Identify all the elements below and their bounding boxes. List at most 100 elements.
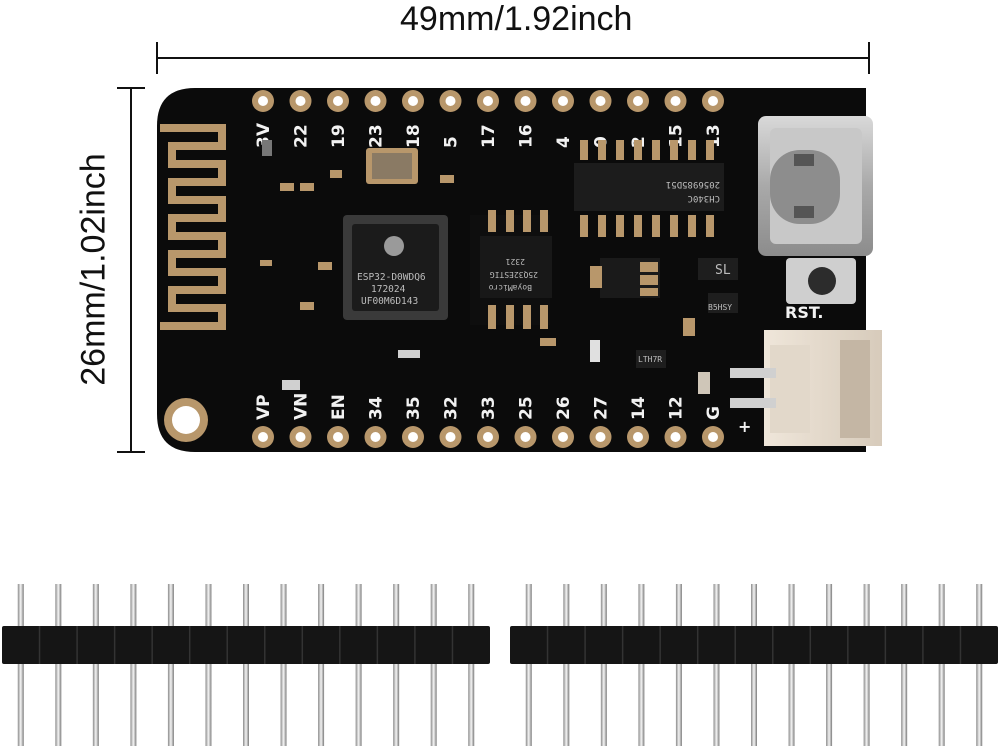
flash-chip: BoyaMicro 25Q32ESTIG 2321: [470, 210, 552, 329]
bottom-pin-label: 27: [592, 396, 612, 420]
bottom-pin-label: EN: [329, 394, 349, 420]
bottom-pin-hole: [258, 432, 268, 442]
header-pin: [355, 584, 362, 746]
header-pin: [17, 584, 24, 746]
header-pin: [468, 584, 475, 746]
esp32-line-2: 172024: [371, 284, 406, 295]
bottom-pin-hole: [483, 432, 493, 442]
bottom-pin-hole: [520, 432, 531, 442]
esp32-line-3: UF00M6D143: [361, 296, 418, 307]
reset-label: RST.: [785, 303, 823, 322]
crystal-oscillator: [366, 148, 418, 184]
header-pin: [600, 584, 607, 746]
regulator-marking: SL: [715, 263, 731, 278]
right-pin-header: [510, 584, 998, 746]
top-pin-hole: [445, 96, 456, 106]
bottom-pin-hole: [558, 432, 568, 442]
top-pin-hole: [595, 96, 606, 106]
top-pin-hole: [408, 96, 418, 106]
flash-line-3: 2321: [506, 257, 525, 266]
top-pin-label: 17: [479, 124, 499, 148]
voltage-regulator: [590, 258, 660, 298]
header-pin: [563, 584, 570, 746]
header-pin: [430, 584, 437, 746]
header-pin: [638, 584, 645, 746]
top-pin-hole: [370, 96, 381, 106]
esp32-chip: ESP32-D0WDQ6 172024 UF00M6D143: [343, 215, 448, 320]
flash-line-1: BoyaMicro: [488, 283, 532, 292]
top-pin-label: 19: [329, 124, 349, 148]
bottom-pin-label: 34: [367, 396, 387, 420]
top-pin-hole: [633, 96, 643, 106]
header-pin: [675, 584, 682, 746]
height-dimension-line: [117, 87, 145, 453]
usb-c-port: [758, 116, 873, 256]
bottom-pin-hole: [445, 432, 456, 442]
bottom-pin-label: 26: [554, 396, 574, 420]
bottom-pin-label: 14: [629, 396, 649, 420]
top-pin-label: 4: [554, 136, 574, 148]
esp32-line-1: ESP32-D0WDQ6: [357, 272, 426, 283]
top-pin-hole: [258, 96, 268, 106]
header-pin: [901, 584, 908, 746]
usb-serial-chip: CH340C 2056985D51: [574, 140, 724, 237]
flash-line-2: 25Q32ESTIG: [490, 270, 538, 279]
bottom-pin-label: G: [704, 406, 724, 420]
header-pin: [713, 584, 720, 746]
header-pin: [788, 584, 795, 746]
top-pin-hole: [483, 96, 493, 106]
bottom-pin-hole: [408, 432, 418, 442]
top-pin-hole: [295, 96, 306, 106]
top-pin-hole: [333, 96, 343, 106]
top-pin-label: 16: [517, 124, 537, 148]
header-pin: [55, 584, 62, 746]
left-pin-header: [2, 584, 490, 746]
battery-plus-label: +: [738, 417, 751, 436]
bottom-pin-pads: [252, 426, 724, 448]
bottom-pin-hole: [370, 432, 381, 442]
header-pin: [130, 584, 137, 746]
bottom-pin-label: VP: [254, 394, 274, 420]
bottom-pin-label: VN: [292, 393, 312, 420]
usb-chip-line-1: CH340C: [687, 193, 720, 203]
header-pin: [938, 584, 945, 746]
bottom-pin-hole: [633, 432, 643, 442]
header-pin: [525, 584, 532, 746]
header-pin: [863, 584, 870, 746]
bottom-pin-label: 32: [442, 396, 462, 420]
width-dimension-line: [156, 42, 870, 74]
header-body: [2, 626, 490, 664]
top-pin-hole: [708, 96, 718, 106]
header-pin: [92, 584, 99, 746]
bottom-pin-hole: [333, 432, 343, 442]
diode-marking: B5HSY: [708, 303, 732, 312]
bottom-pin-hole: [595, 432, 606, 442]
bottom-pin-hole: [295, 432, 306, 442]
wifi-antenna: [160, 124, 226, 330]
bottom-pin-hole: [708, 432, 718, 442]
header-pin: [826, 584, 833, 746]
bottom-pin-hole: [670, 432, 681, 442]
bottom-pin-label: 12: [667, 396, 687, 420]
header-pin: [243, 584, 249, 746]
header-pin: [393, 584, 400, 746]
top-pin-label: 23: [367, 124, 387, 148]
reset-button: [786, 258, 856, 304]
top-pin-label: 18: [404, 124, 424, 148]
bottom-pin-label: 25: [517, 396, 537, 420]
top-pin-label: 22: [292, 124, 312, 148]
top-pin-hole: [670, 96, 681, 106]
battery-connector: [730, 330, 882, 446]
top-pin-hole: [558, 96, 568, 106]
header-pin: [318, 584, 325, 746]
header-pin: [751, 584, 757, 746]
top-pin-hole: [520, 96, 531, 106]
top-pin-pads: [252, 90, 724, 112]
bottom-pin-label: 33: [479, 396, 499, 420]
small-components: [260, 140, 738, 394]
width-dimension-label: 49mm/1.92inch: [400, 0, 633, 38]
header-pin: [205, 584, 212, 746]
ltc-marking: LTH7R: [638, 355, 662, 364]
